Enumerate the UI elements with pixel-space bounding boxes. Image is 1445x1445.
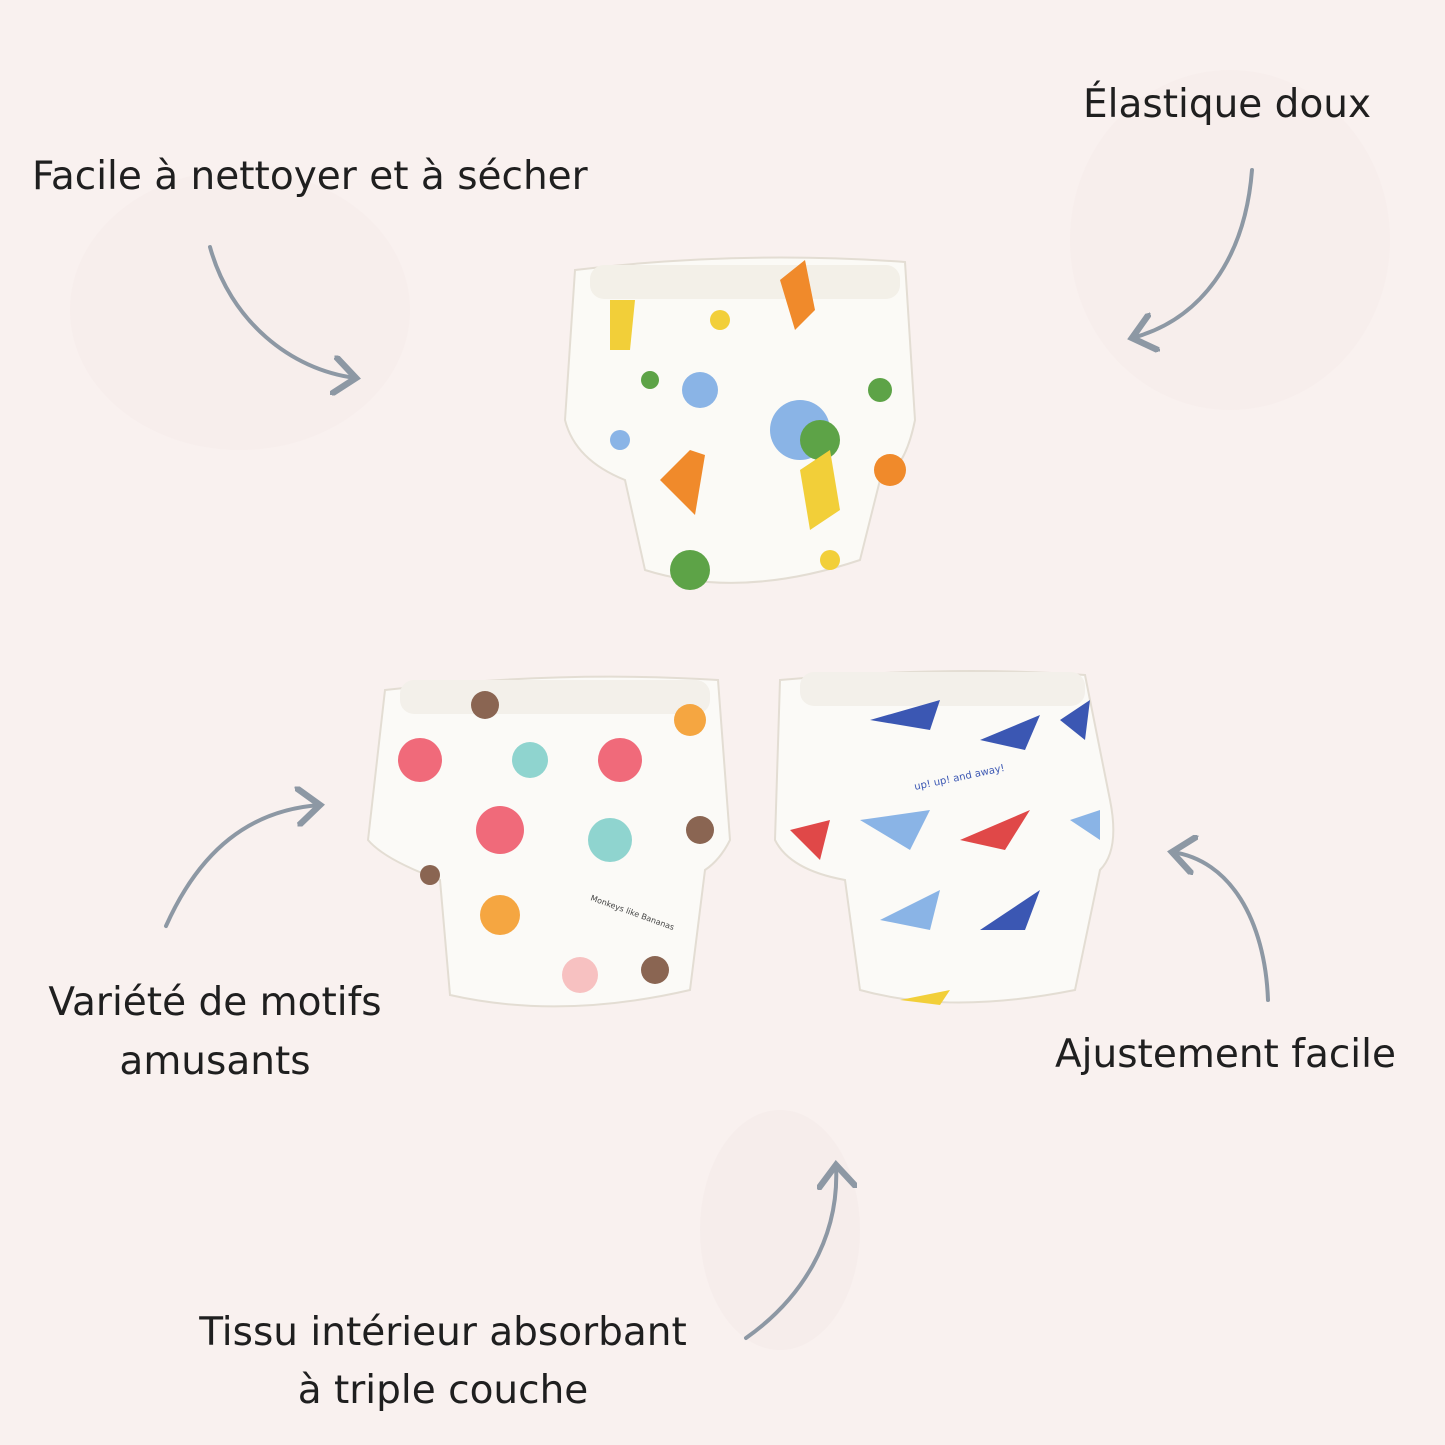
feature-absorbent-line1: Tissu intérieur absorbant [199,1310,687,1355]
underwear-animals [563,256,917,590]
arrow-top-right [1132,168,1254,338]
feature-soft-elastic: Élastique doux [1083,82,1372,127]
feature-variety-line2: amusants [119,1039,311,1084]
feature-easy-clean: Facile à nettoyer et à sécher [32,154,588,199]
feature-variety-line1: Variété de motifs [48,980,382,1025]
feature-easy-fit: Ajustement facile [1055,1032,1396,1077]
underwear-airplanes: up! up! and away! [773,670,1115,1005]
arrow-mid-right [1172,852,1270,1002]
underwear-monkeys: Monkeys like Bananas [366,675,732,1008]
feature-absorbent-line2: à triple couche [297,1368,589,1413]
arrow-mid-left [164,805,320,928]
arrow-top-left [208,245,356,378]
arrow-bottom [744,1165,836,1340]
